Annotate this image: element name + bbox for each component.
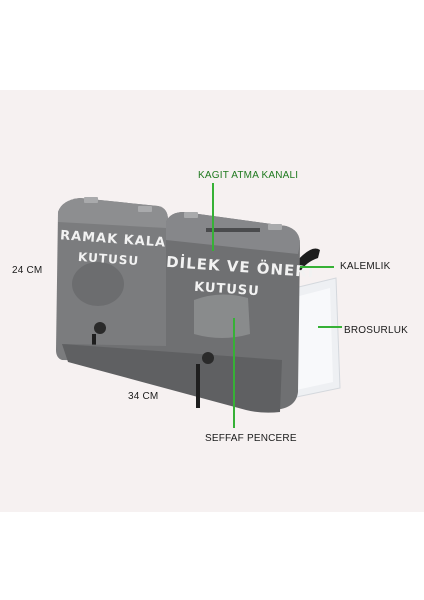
right-window xyxy=(194,294,250,338)
width-label: 34 CM xyxy=(128,391,159,402)
brochure-leader-line xyxy=(318,326,342,328)
left-lock xyxy=(94,322,106,334)
pen-holder-label: KALEMLIK xyxy=(340,261,391,272)
height-label: 24 CM xyxy=(12,265,43,276)
slot-label: KAGIT ATMA KANALI xyxy=(198,170,299,181)
right-lock xyxy=(202,352,214,364)
left-window xyxy=(72,262,124,306)
pen-holder-leader-line xyxy=(300,266,334,268)
window-label: SEFFAF PENCERE xyxy=(205,433,297,444)
paper-slot xyxy=(206,228,260,232)
brochure-label: BROSURLUK xyxy=(344,325,409,336)
slot-leader-line xyxy=(212,183,214,251)
window-leader-line xyxy=(233,318,235,428)
